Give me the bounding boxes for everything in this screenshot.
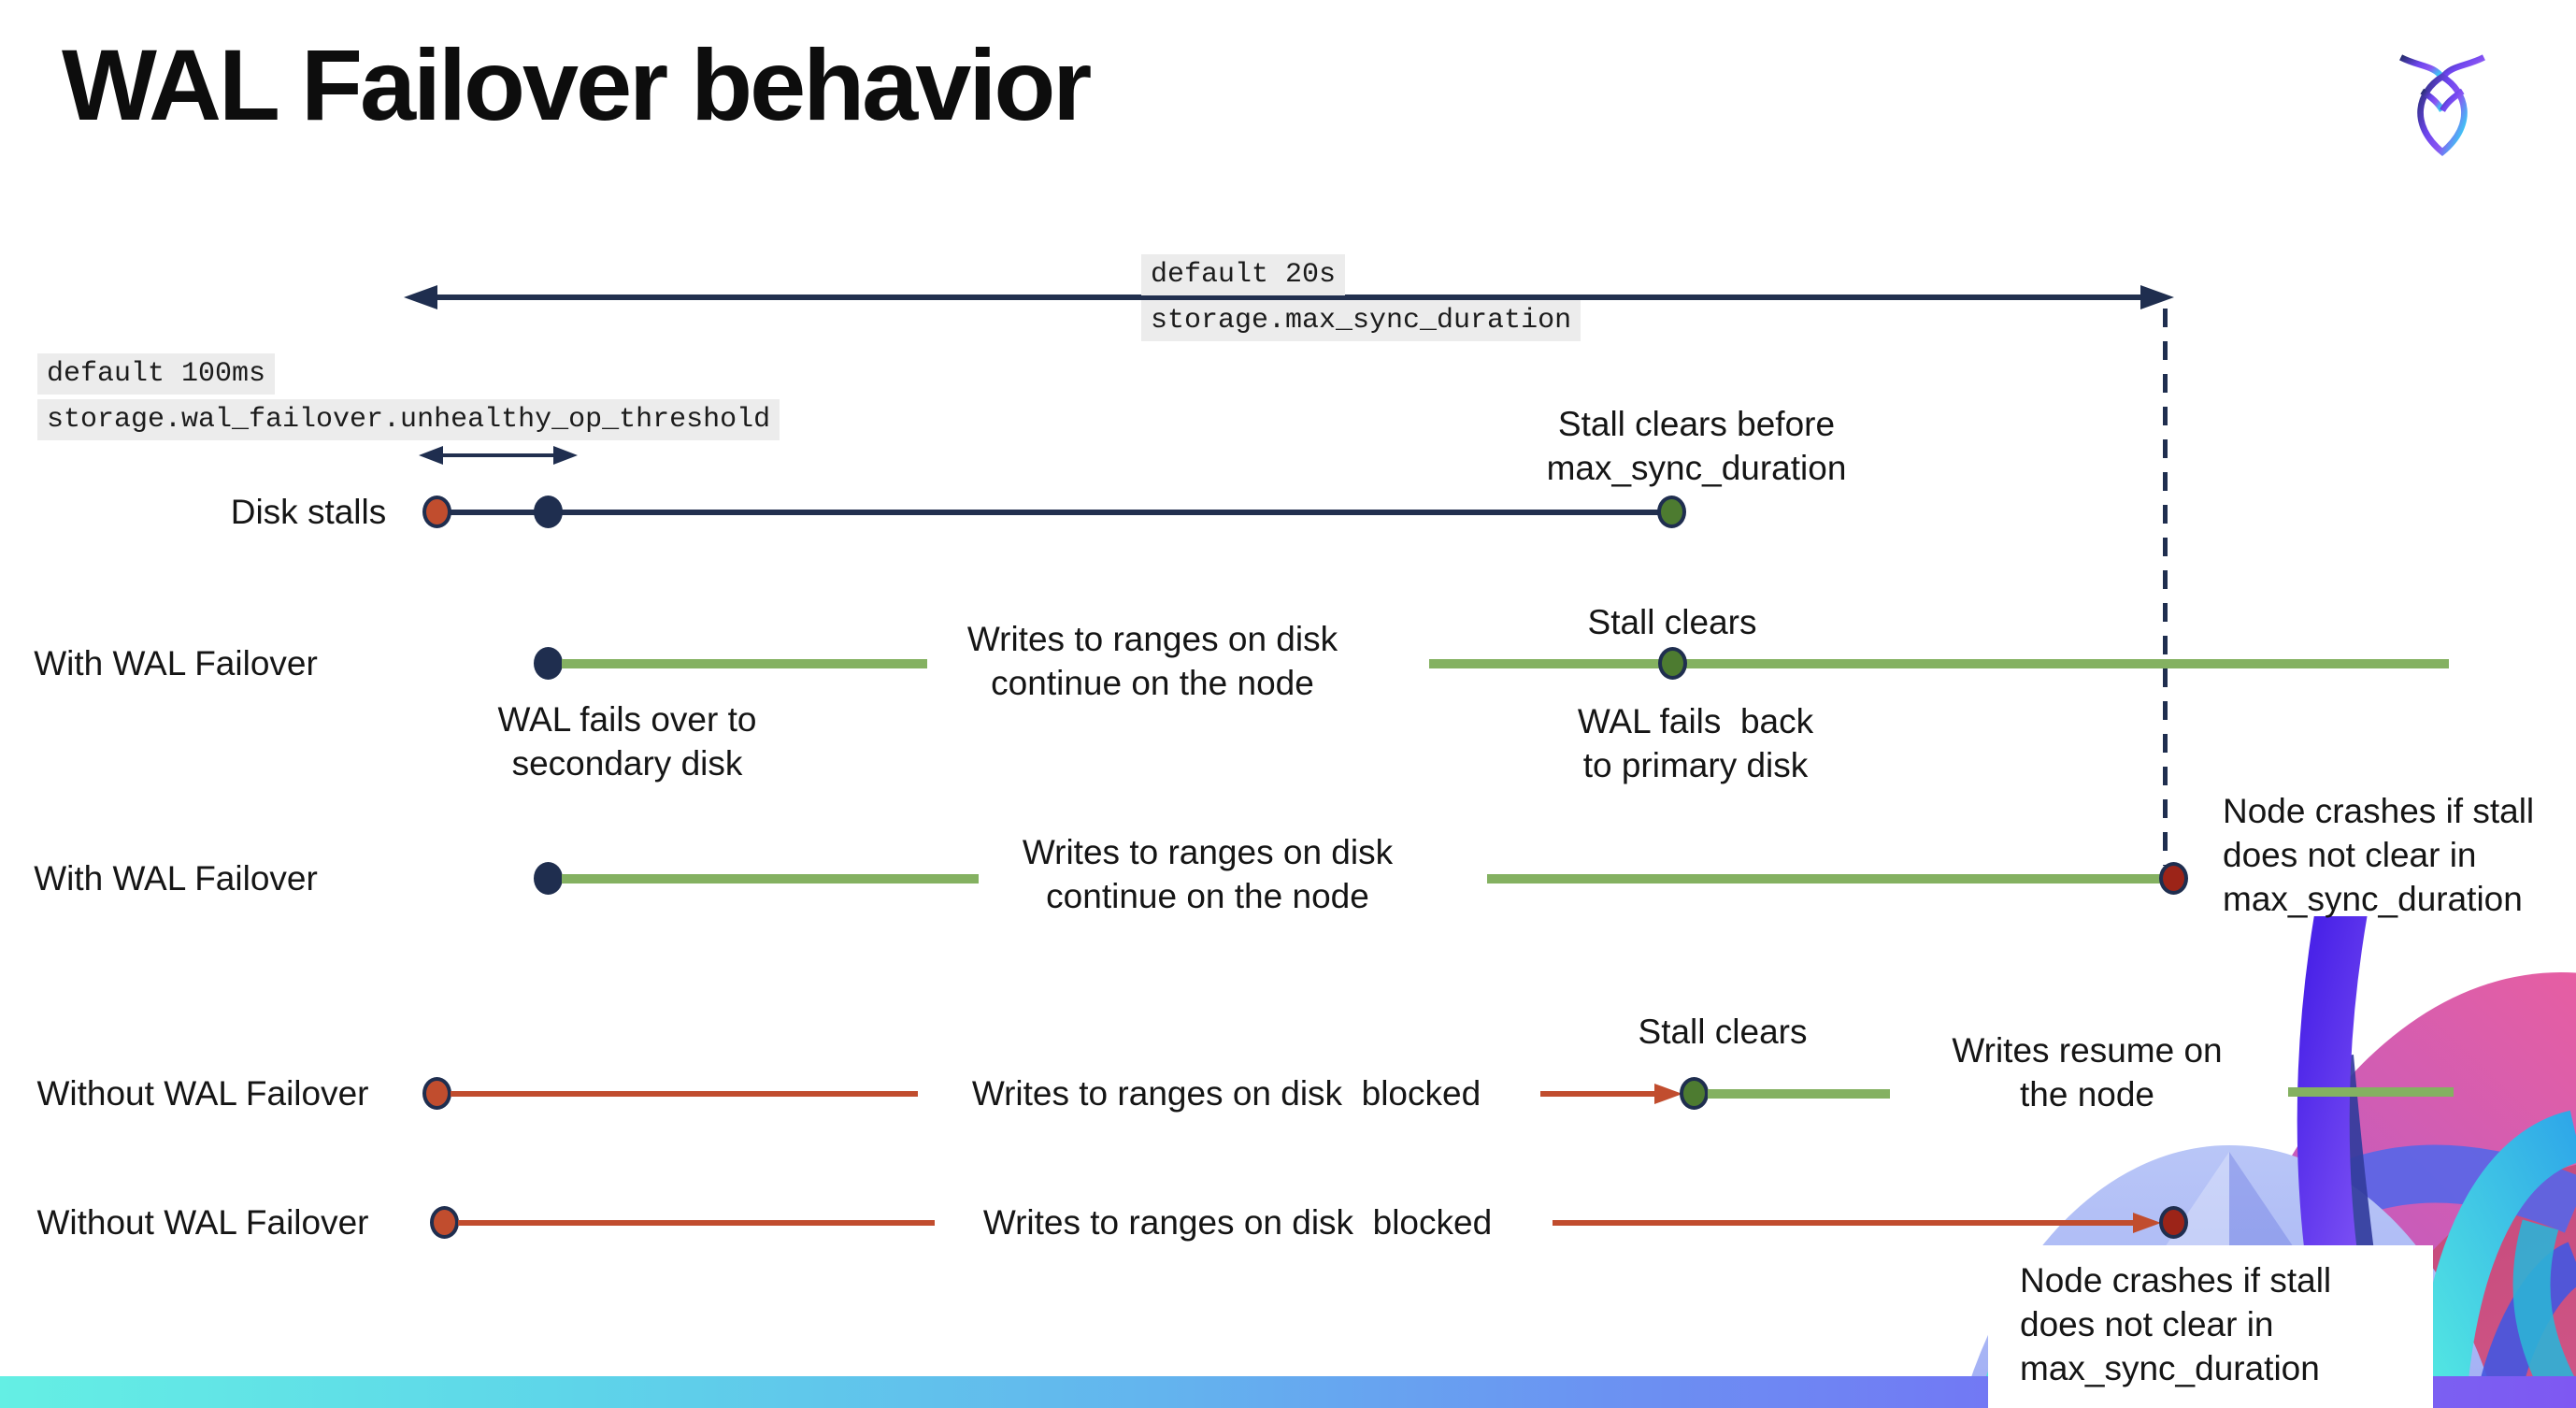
- max-sync-arrow-shaft: [436, 295, 2144, 300]
- setting-name: storage.wal_failover.unhealthy_op_thresh…: [37, 399, 780, 440]
- writes-line-a: [562, 874, 979, 884]
- node-crash-note-box: Node crashes if stall does not clear in …: [1988, 1245, 2433, 1408]
- arrow-left-icon: [404, 285, 437, 309]
- failover-dot: [534, 862, 563, 895]
- arrow-right-icon: [1654, 1084, 1682, 1104]
- blocked-line-a: [451, 1091, 918, 1097]
- caption-writes-blocked: Writes to ranges on disk blocked: [982, 1203, 1493, 1242]
- caption-stall-clears: Stall clears: [1587, 603, 1757, 641]
- unhealthy-op-threshold-label: default 100ms storage.wal_failover.unhea…: [37, 353, 780, 440]
- writes-line-b: [1429, 659, 2449, 668]
- writes-line-a: [562, 659, 927, 668]
- row-label: With WAL Failover: [34, 859, 318, 898]
- caption-writes-continue: Writes to ranges on disk continue on the…: [966, 620, 1338, 702]
- blocked-line-b: [1540, 1091, 1656, 1097]
- node-crash-dot: [2159, 1206, 2188, 1239]
- node-crash-dot: [2159, 862, 2188, 895]
- row-label: Without WAL Failover: [36, 1074, 369, 1113]
- disk-stall-start-dot: [422, 1077, 451, 1110]
- resume-line-a: [1708, 1089, 1890, 1099]
- row-label: With WAL Failover: [34, 644, 318, 682]
- stall-clears-dot: [1680, 1077, 1709, 1110]
- blocked-line-a: [458, 1220, 935, 1226]
- threshold-arrow-shaft: [439, 453, 557, 457]
- resume-line-b: [2288, 1087, 2454, 1097]
- arrow-right-icon: [553, 446, 578, 465]
- caption-wal-fails-over: WAL fails over to secondary disk: [497, 700, 757, 783]
- disk-stall-start-dot: [422, 496, 451, 528]
- stall-clears-dot: [1658, 647, 1687, 680]
- arrow-right-icon: [2140, 285, 2174, 309]
- failover-trigger-dot: [534, 496, 563, 528]
- failover-dot: [534, 647, 563, 680]
- caption-node-crashes: Node crashes if stall does not clear in …: [2223, 792, 2535, 918]
- caption-writes-blocked: Writes to ranges on disk blocked: [971, 1074, 1481, 1113]
- blocked-line-b: [1553, 1220, 2135, 1226]
- max-sync-duration-label: default 20s storage.max_sync_duration: [1141, 254, 1581, 341]
- cockroachdb-logo-icon: [2399, 54, 2485, 157]
- caption-writes-resume: Writes resume on the node: [1952, 1031, 2223, 1113]
- writes-line-b: [1487, 874, 2167, 884]
- row-label: Without WAL Failover: [36, 1203, 369, 1242]
- caption-writes-continue: Writes to ranges on disk continue on the…: [1022, 833, 1394, 915]
- disk-stall-start-dot: [430, 1206, 459, 1239]
- arrow-right-icon: [2133, 1213, 2161, 1233]
- caption-wal-fails-back: WAL fails back to primary disk: [1577, 702, 1814, 784]
- stall-timeline-line: [439, 510, 1673, 515]
- setting-default-value: default 20s: [1141, 254, 1346, 295]
- page-title: WAL Failover behavior: [62, 28, 1092, 141]
- caption-stall-clears-before: Stall clears before max_sync_duration: [1546, 405, 1847, 487]
- stall-clears-dot: [1657, 496, 1686, 528]
- arrow-left-icon: [419, 446, 443, 465]
- setting-default-value: default 100ms: [37, 353, 276, 395]
- setting-name: storage.max_sync_duration: [1141, 300, 1581, 341]
- caption-stall-clears: Stall clears: [1638, 1013, 1808, 1051]
- max-sync-dashed-line: [2163, 309, 2168, 866]
- row-label: Disk stalls: [230, 493, 387, 531]
- caption-node-crashes: Node crashes if stall does not clear in …: [2020, 1261, 2332, 1387]
